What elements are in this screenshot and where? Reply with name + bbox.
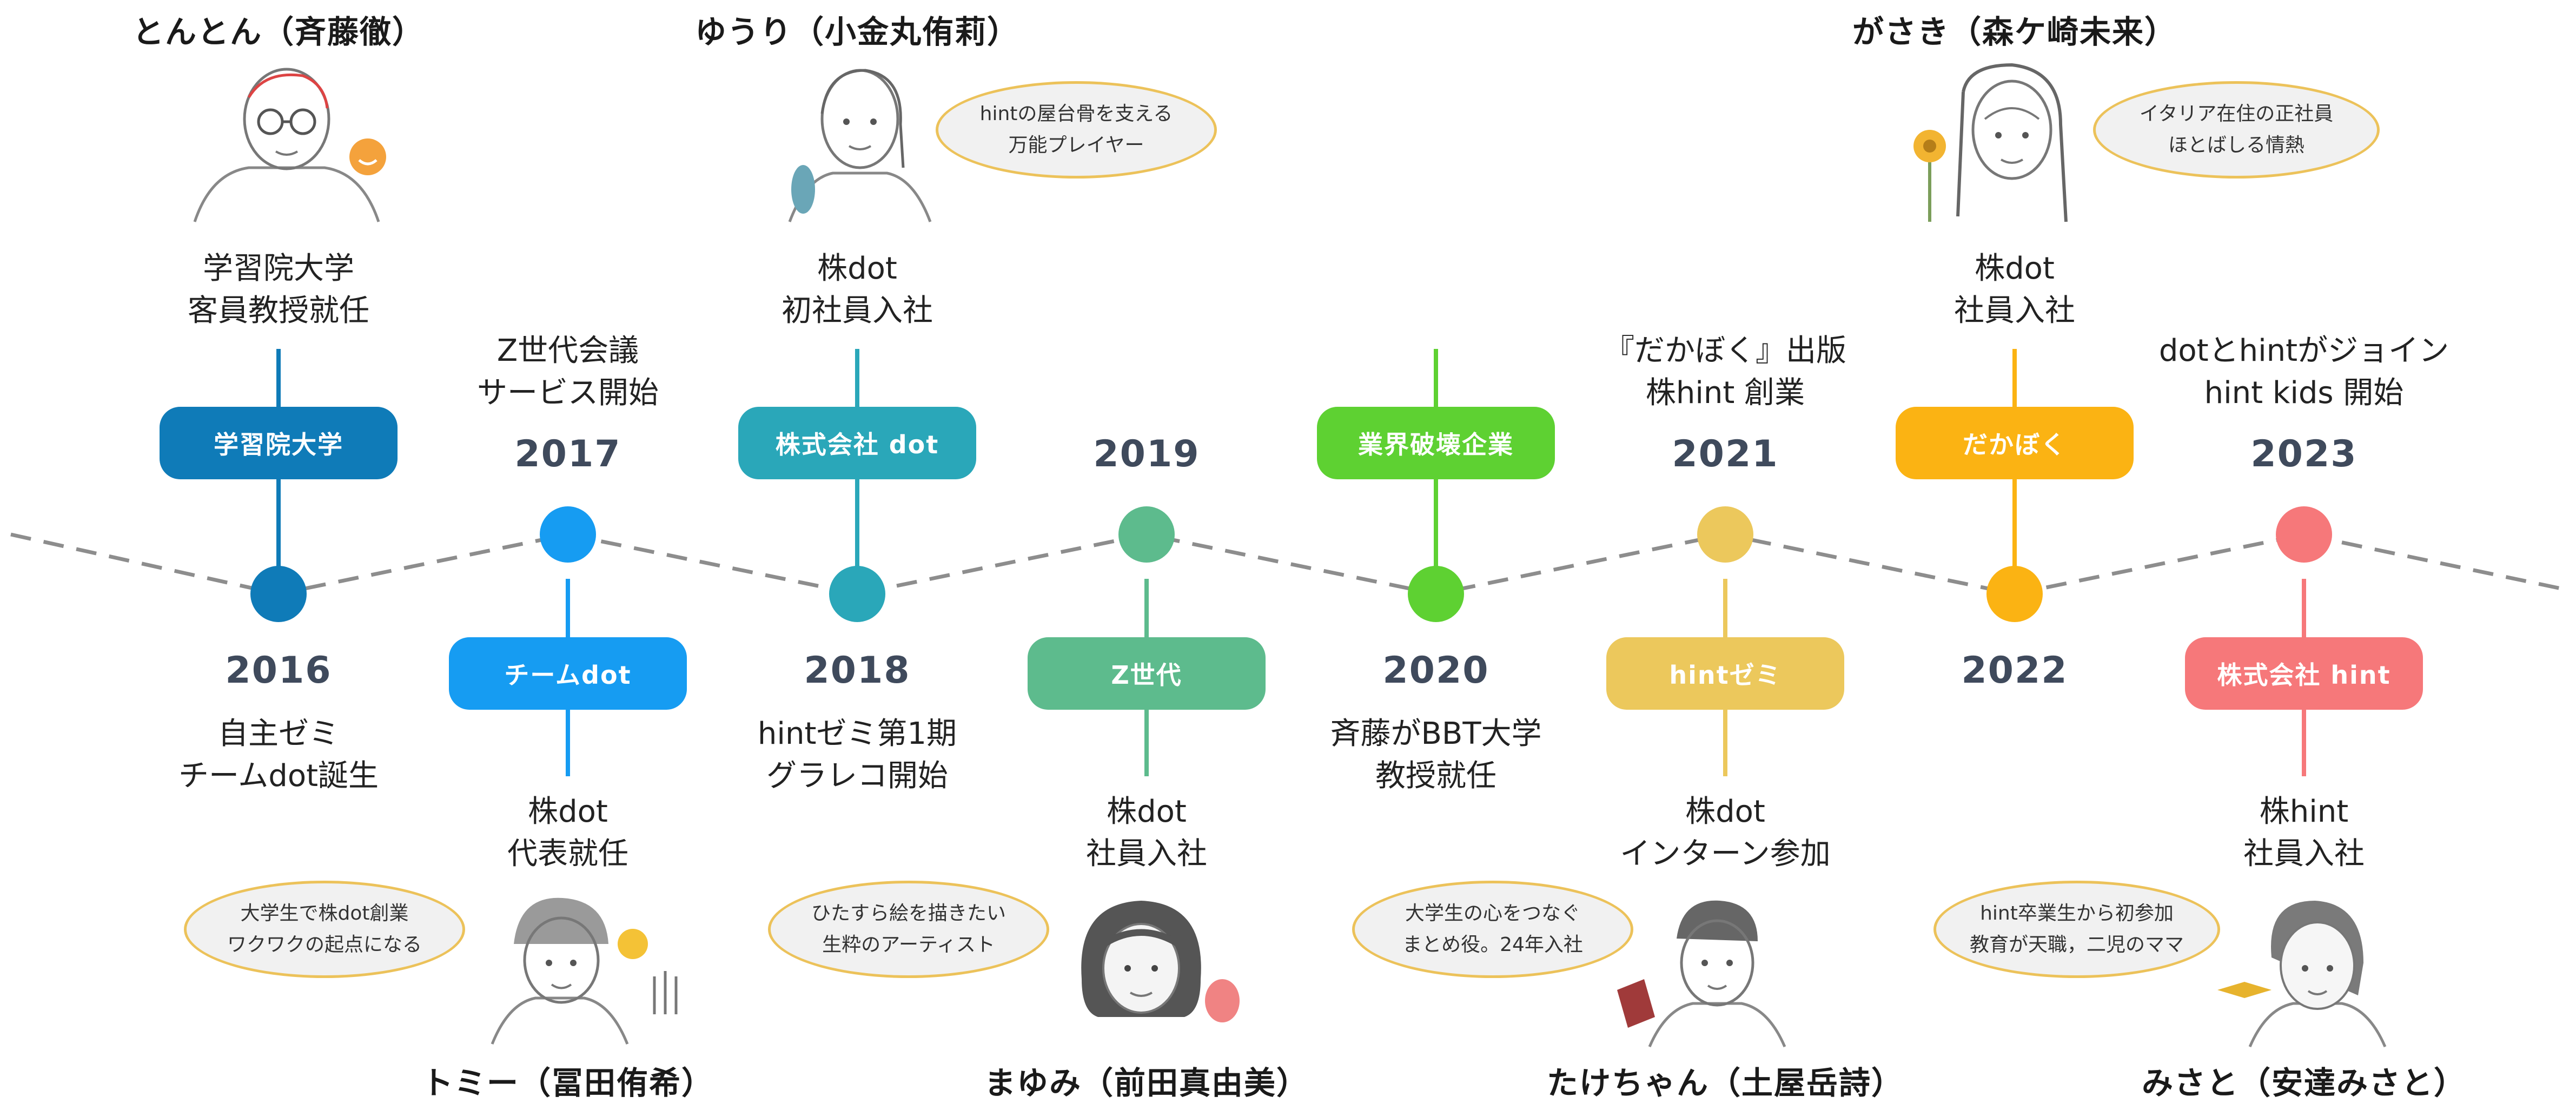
quote-bubble-misato: hint卒業生から初参加教育が天職，二児のママ: [1933, 881, 2220, 978]
portrait-yuuri: [788, 69, 932, 222]
portrait-mayumi: [1081, 901, 1240, 1022]
node-2023: [2276, 506, 2332, 563]
year-2017: 2017: [514, 433, 621, 475]
year-2021: 2021: [1672, 433, 1779, 475]
year-2023: 2023: [2250, 433, 2358, 475]
tag-2019: Z世代: [1028, 637, 1266, 710]
node-2016: [250, 566, 307, 622]
portrait-tonton: [193, 68, 386, 222]
node-2022: [1986, 566, 2043, 622]
node-2017: [540, 506, 596, 563]
quote-bubble-takechan: 大学生の心をつなぐまとめ役。24年入社: [1352, 881, 1633, 978]
quote-bubble-yuuri: hintの屋台骨を支える万能プレイヤー: [936, 81, 1217, 179]
event-2021-top: 『だかぼく』出版株hint 創業: [1604, 333, 1846, 411]
year-2018: 2018: [804, 649, 911, 692]
person-name-mayumi: まゆみ（前田真由美）: [984, 1065, 1309, 1101]
tag-2023: 株式会社 hint: [2185, 637, 2423, 710]
year-2020: 2020: [1382, 649, 1489, 692]
tag-2022: だかぼく: [1896, 407, 2134, 479]
person-name-gasaki: がさき（森ケ崎未来）: [1852, 14, 2177, 50]
person-name-tommy: トミー（冨田侑希）: [421, 1065, 714, 1101]
year-2022: 2022: [1961, 649, 2068, 692]
portrait-gasaki: [1913, 63, 2068, 222]
event-2016-top: 学習院大学客員教授就任: [188, 251, 369, 328]
portrait-tommy: [491, 897, 678, 1045]
event-2018-bottom: hintゼミ第1期グラレコ開始: [757, 716, 957, 794]
node-2019: [1118, 506, 1175, 563]
event-2016-bottom: 自主ゼミチームdot誕生: [178, 716, 379, 794]
person-name-misato: みさと（安達みさと）: [2141, 1065, 2467, 1101]
tag-2016: 学習院大学: [160, 407, 398, 479]
person-name-tonton: とんとん（斉藤徹）: [132, 14, 425, 50]
portrait-misato: [2217, 901, 2387, 1047]
event-2020-bottom: 斉藤がBBT大学教授就任: [1330, 716, 1542, 794]
quote-bubble-tommy: 大学生で株dot創業ワクワクの起点になる: [184, 881, 465, 978]
tag-2020: 業界破壊企業: [1317, 407, 1555, 479]
quote-bubble-mayumi: ひたすら絵を描きたい生粋のアーティスト: [768, 881, 1049, 978]
year-2019: 2019: [1093, 433, 1200, 475]
node-2020: [1408, 566, 1464, 622]
person-name-yuuri: ゆうり（小金丸侑莉）: [694, 14, 1020, 50]
person-name-takechan: たけちゃん（土屋岳詩）: [1546, 1065, 1904, 1101]
event-2017-top: Z世代会議サービス開始: [477, 333, 659, 411]
tag-2017: チームdot: [449, 637, 687, 710]
tag-2021: hintゼミ: [1606, 637, 1844, 710]
node-2018: [829, 566, 885, 622]
tag-2018: 株式会社 dot: [738, 407, 976, 479]
year-2016: 2016: [225, 649, 332, 692]
node-2021: [1697, 506, 1753, 563]
portrait-takechan: [1617, 900, 1786, 1047]
quote-bubble-gasaki: イタリア在住の正社員ほとばしる情熱: [2093, 81, 2380, 179]
